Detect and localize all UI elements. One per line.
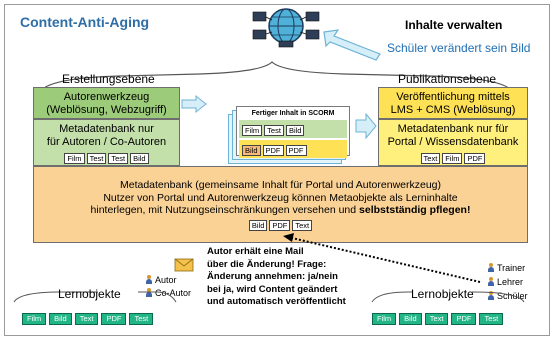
portal-db-tag: PDF (464, 153, 486, 164)
learning-object-item: Test (479, 313, 504, 325)
shared-db-tag: PDF (269, 219, 291, 231)
portal-db-tag: Film (442, 153, 463, 164)
learning-object-item: Test (129, 313, 154, 325)
envelope-icon (174, 258, 194, 272)
authoring-tool-line2: (Weblösung, Webzugriff) (46, 104, 167, 116)
shared-db-line3: hinterlegen, mit Nutzungseinschränkungen… (90, 204, 360, 216)
person-icon (146, 288, 152, 297)
role-lehrer: Lehrer (488, 277, 523, 288)
scorm-title: Fertiger Inhalt in SCORM (251, 110, 335, 117)
shared-db-line1: Metadatenbank (gemeinsame Inhalt für Por… (119, 179, 442, 191)
mail-note-line: und automatisch veröffentlicht (207, 296, 346, 307)
learning-object-item: PDF (451, 313, 477, 325)
role-label: Autor (155, 275, 177, 285)
mail-note-line: Autor erhält eine Mail (207, 246, 304, 257)
role-label: Lehrer (497, 277, 524, 287)
portal-metadata-line2: Portal / Wissensdatenbank (387, 136, 519, 148)
authoring-tool-box: Autorenwerkzeug (Weblösung, Webzugriff) (33, 87, 180, 119)
learning-object-item: Bild (49, 313, 72, 325)
role-co-autor: Co-Autor (146, 288, 191, 299)
portal-metadata-box: Metadatenbank nur für Portal / Wissensda… (378, 119, 528, 166)
author-db-tag: Test (108, 153, 129, 164)
publishing-box: Veröffentlichung mittels LMS + CMS (Webl… (378, 87, 528, 119)
portal-db-tag: Text (420, 153, 441, 164)
learning-object-item: Text (74, 313, 99, 325)
portal-metadata-line1: Metadatenbank nur für (397, 123, 509, 135)
slide-frame (4, 4, 550, 336)
shared-db-tag: Bild (248, 219, 268, 231)
learning-object-item: Film (372, 313, 397, 325)
publication-level-label: Publikationsebene (398, 72, 497, 86)
role-label: Schüler (497, 291, 528, 301)
author-db-tag: Bild (130, 153, 149, 164)
mail-note-line: bei ja, wird Content geändert (207, 283, 338, 295)
scorm-item: PDF (285, 145, 307, 156)
person-icon (488, 263, 494, 272)
author-metadata-line1: Metadatenbank nur (59, 123, 154, 135)
author-metadata-line2: für Autoren / Co-Autoren (46, 136, 167, 148)
shared-db-line2: Nutzer von Portal und Autorenwerkzeug kö… (103, 191, 458, 204)
level-brackets (37, 61, 515, 97)
role-label: Trainer (497, 263, 526, 273)
globe-network-icon (252, 8, 320, 48)
student-change-note: Schüler verändert sein Bild (387, 41, 531, 55)
author-db-tag: Test (86, 153, 107, 164)
learning-object-item: Film (22, 313, 47, 325)
mail-note-line: über die Änderung! Frage: (207, 258, 327, 270)
publishing-line2: LMS + CMS (Weblösung) (390, 104, 516, 116)
slide-title: Content-Anti-Aging (20, 14, 150, 30)
scorm-item: Bild (242, 145, 261, 156)
creation-level-label: Erstellungsebene (62, 72, 155, 86)
person-icon (488, 277, 494, 286)
person-icon (146, 275, 152, 284)
learning-objects-left-label: Lernobjekte (58, 287, 121, 301)
manage-content-label: Inhalte verwalten (405, 18, 503, 32)
shared-db-tag: Text (292, 219, 313, 231)
learning-object-item: Bild (399, 313, 422, 325)
authoring-tool-line1: Autorenwerkzeug (63, 91, 150, 103)
scorm-item: Film (242, 125, 263, 136)
mail-notification-note: Autor erhält eine Mail über die Änderung… (207, 246, 346, 309)
author-db-tag: Film (64, 153, 85, 164)
learning-objects-right-label: Lernobjekte (411, 287, 474, 301)
mail-note-line: Änderung annehmen: ja/nein (207, 271, 338, 282)
role-trainer: Trainer (488, 263, 525, 274)
role-label: Co-Autor (155, 288, 192, 298)
scorm-item: Test (264, 125, 284, 136)
scorm-item: PDF (262, 145, 284, 156)
author-metadata-box: Metadatenbank nur für Autoren / Co-Autor… (33, 119, 180, 166)
update-arrow-icon (323, 29, 381, 61)
learning-object-item: Text (424, 313, 449, 325)
role-autor: Autor (146, 275, 177, 286)
learning-object-item: PDF (101, 313, 127, 325)
learning-object-arcs (13, 291, 525, 303)
shared-db-line3-bold: selbstständig pflegen! (359, 204, 471, 216)
scorm-item: Bild (285, 125, 305, 136)
shared-metadata-box: Metadatenbank (gemeinsame Inhalt für Por… (33, 166, 528, 243)
publishing-line1: Veröffentlichung mittels (396, 91, 510, 103)
